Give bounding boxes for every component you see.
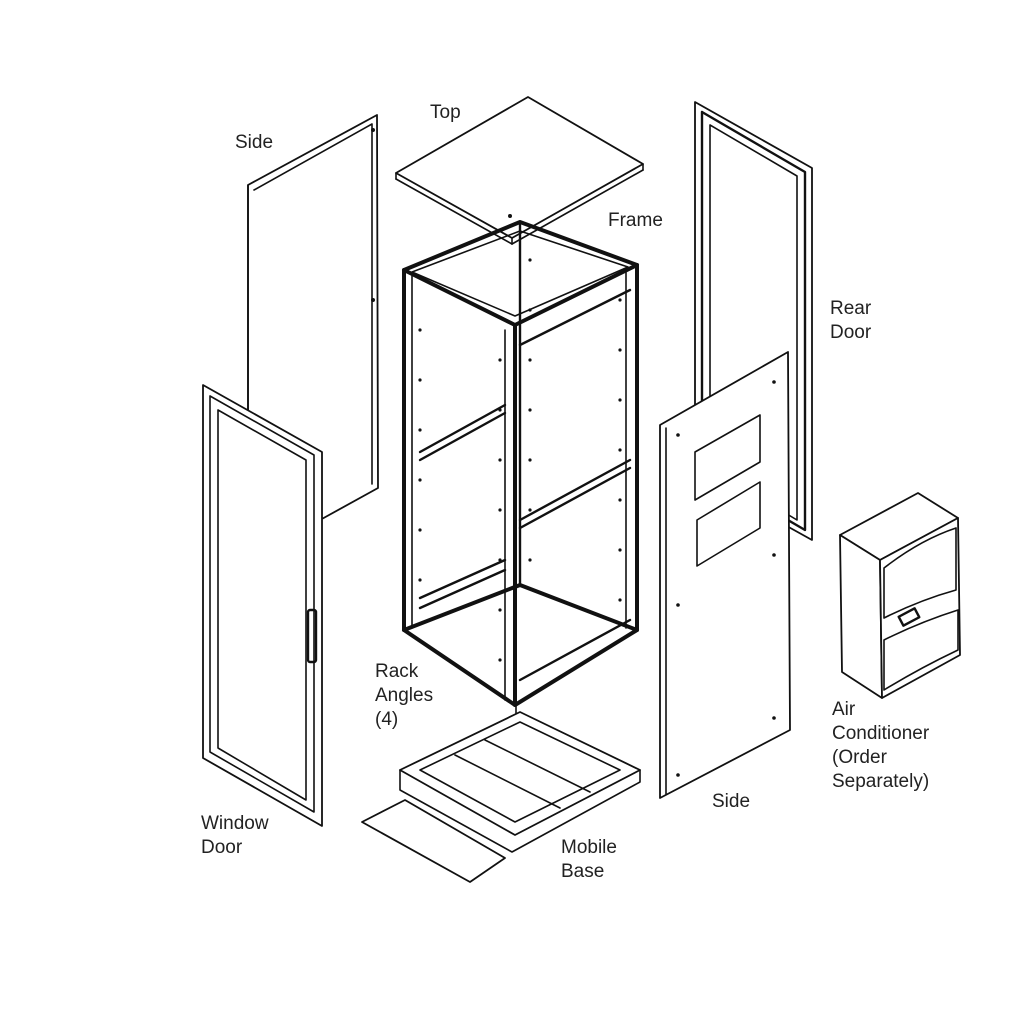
label-frame: Frame (608, 210, 663, 231)
label-top: Top (430, 102, 461, 123)
label-side-right: Side (712, 791, 751, 812)
window-door (202, 384, 323, 827)
frame (402, 220, 639, 719)
mobile-base (361, 711, 641, 883)
label-side-left: Side (235, 132, 274, 153)
side-panel-right (659, 351, 791, 799)
air-conditioner (839, 492, 961, 699)
